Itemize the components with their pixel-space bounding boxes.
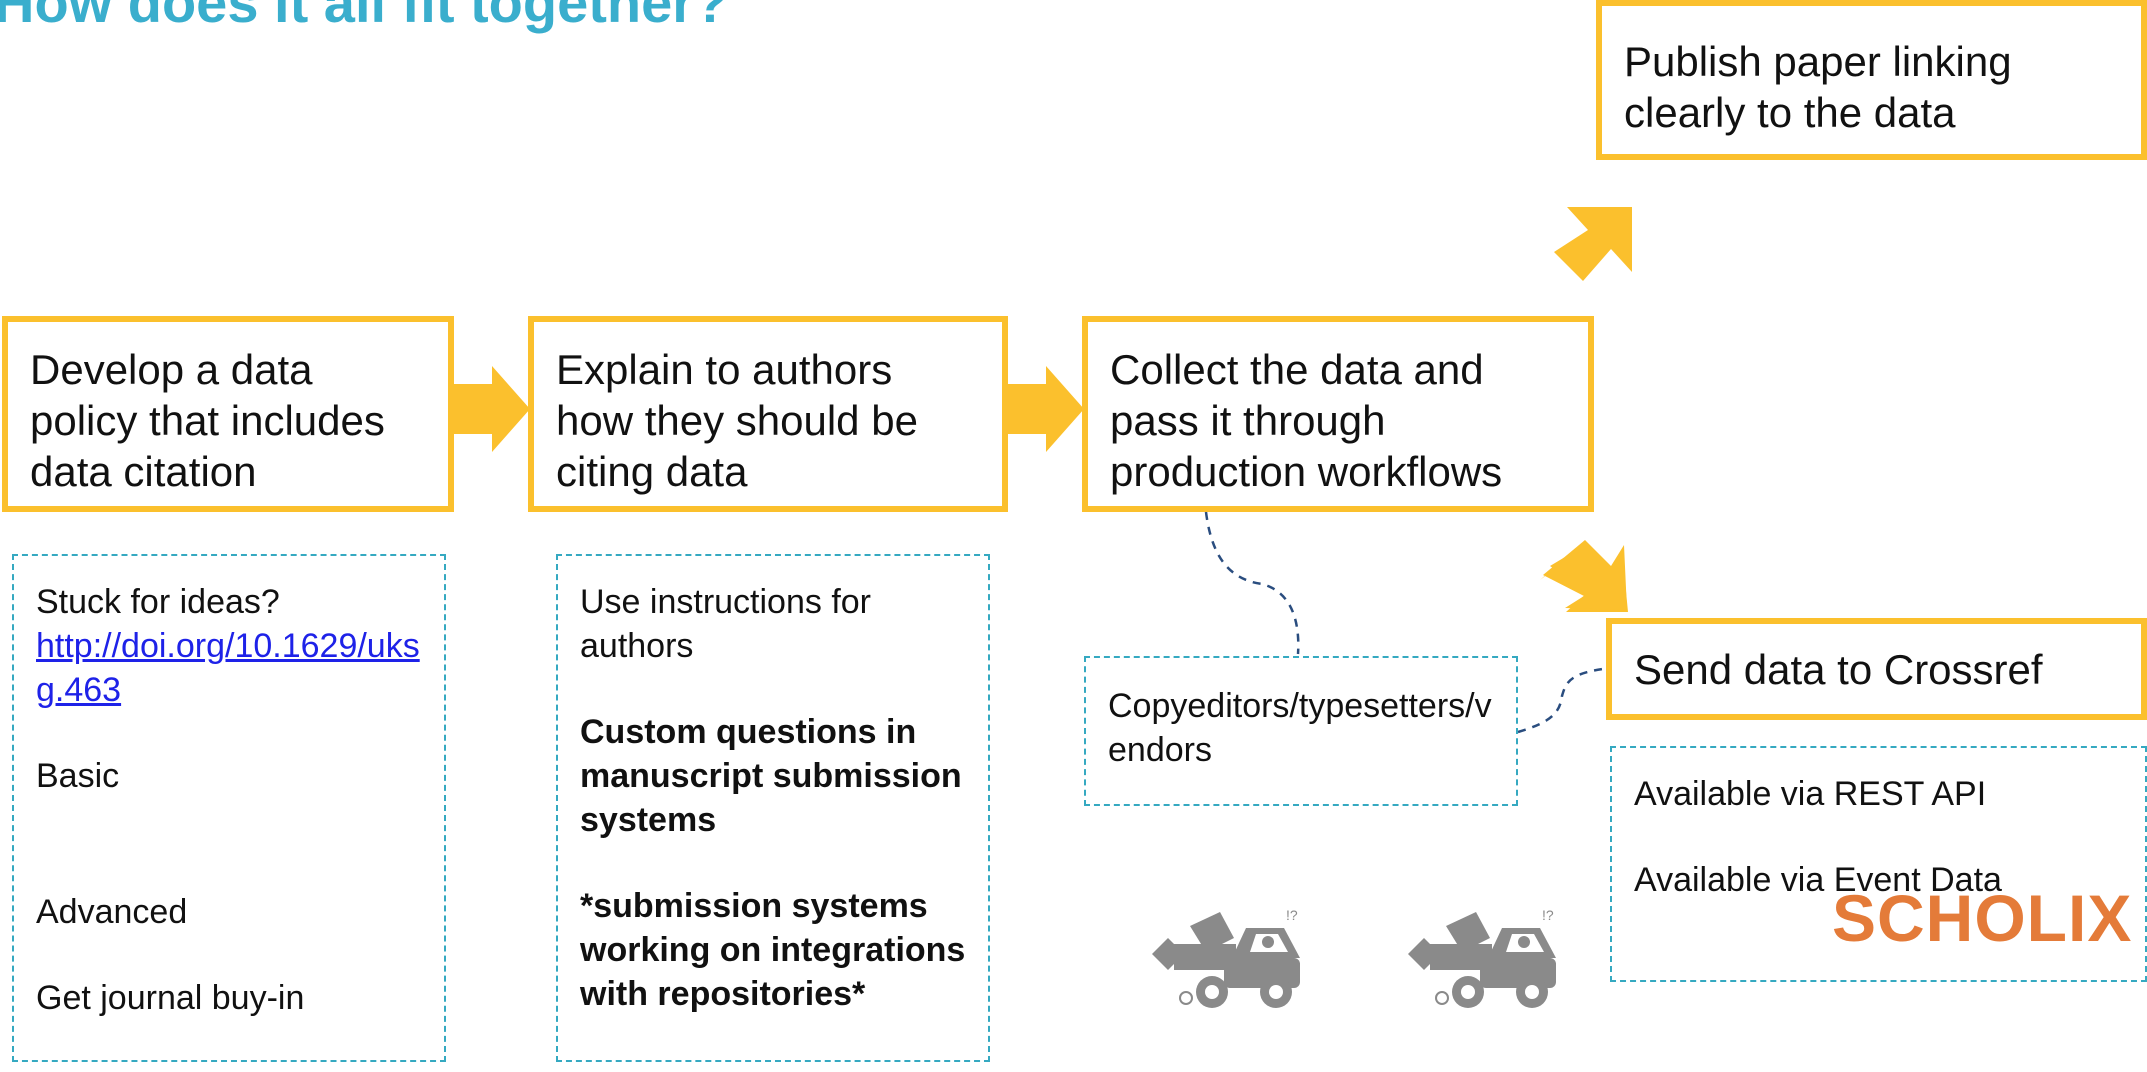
connector-vendors-crossref: [1517, 666, 1613, 734]
step-collect-data-text: Collect the data and pass it through pro…: [1110, 346, 1503, 495]
page-title: How does it all fit together?: [0, 0, 729, 34]
connector-collect-vendors: [1204, 511, 1300, 655]
arrow-diagonal-down: [1540, 550, 1628, 612]
ideas-question: Stuck for ideas?: [36, 583, 280, 621]
availability-rest: Available via REST API: [1634, 775, 1987, 813]
step-explain-authors-text: Explain to authors how they should be ci…: [556, 346, 918, 495]
availability-event: Available via Event Data: [1634, 861, 2002, 899]
scholix-logo: SCHOLIX: [1832, 881, 2133, 955]
step-data-policy: Develop a data policy that includes data…: [2, 316, 454, 512]
authors-instructions: Use instructions for authors: [580, 583, 871, 665]
arrow-diagonal-down-head: [1543, 540, 1627, 610]
authors-integrations: *submission systems working on integrati…: [580, 887, 966, 1013]
step-send-crossref-text: Send data to Crossref: [1634, 646, 2043, 693]
ideas-basic: Basic: [36, 757, 120, 795]
step-send-crossref: Send data to Crossref: [1606, 618, 2147, 720]
note-availability: Available via REST API Available via Eve…: [1610, 746, 2147, 982]
authors-custom-questions: Custom questions in manuscript submissio…: [580, 713, 962, 839]
doi-link[interactable]: http://doi.org/10.1629/uksg.463: [36, 627, 420, 709]
step-publish-paper: Publish paper linking clearly to the dat…: [1596, 0, 2147, 160]
arrow-right-1: [452, 366, 530, 452]
step-collect-data: Collect the data and pass it through pro…: [1082, 316, 1594, 512]
note-vendors: Copyeditors/typesetters/vendors: [1084, 656, 1518, 806]
step-data-policy-text: Develop a data policy that includes data…: [30, 346, 385, 495]
step-explain-authors: Explain to authors how they should be ci…: [528, 316, 1008, 512]
svg-text:!?: !?: [1286, 907, 1298, 923]
arrow-right-2: [1006, 366, 1084, 452]
vendors-text: Copyeditors/typesetters/vendors: [1108, 687, 1492, 769]
truck-icon: !?: [1408, 907, 1556, 1008]
ideas-advanced: Advanced: [36, 893, 188, 931]
svg-text:!?: !?: [1542, 907, 1554, 923]
note-ideas: Stuck for ideas? http://doi.org/10.1629/…: [12, 554, 446, 1062]
note-authors: Use instructions for authors Custom ques…: [556, 554, 990, 1062]
truck-icon: !?: [1152, 907, 1300, 1008]
arrow-diagonal-up: [1554, 207, 1632, 281]
ideas-buyin: Get journal buy-in: [36, 979, 305, 1017]
step-publish-paper-text: Publish paper linking clearly to the dat…: [1624, 38, 2012, 136]
